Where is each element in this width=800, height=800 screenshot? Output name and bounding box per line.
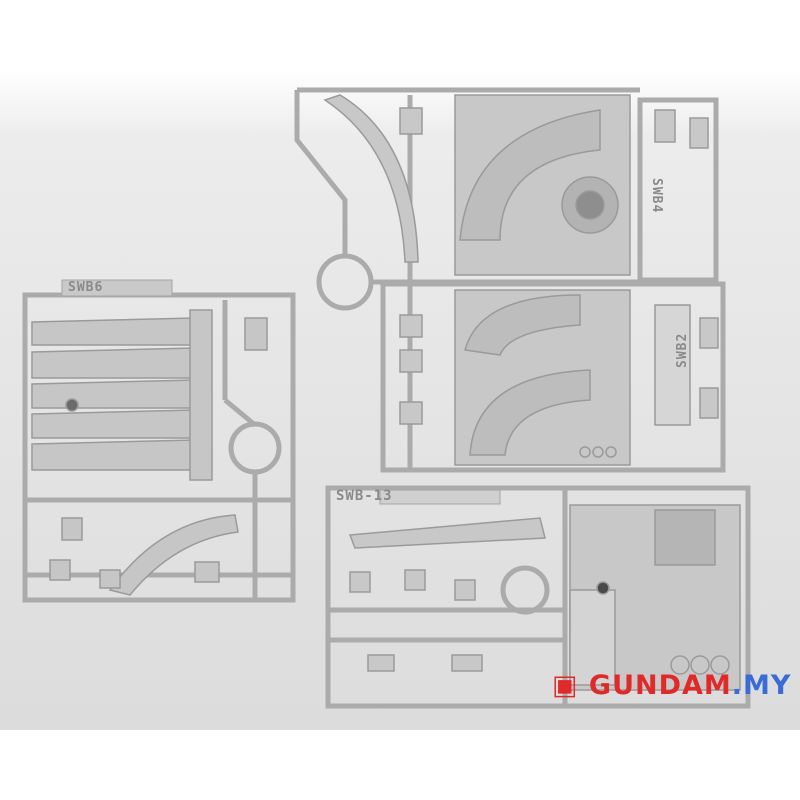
runner-label-swb2: SWB2 — [675, 332, 690, 368]
runner-label-swb4: SWB4 — [649, 178, 664, 214]
runner-label-swb6: SWB6 — [68, 280, 104, 295]
backdrop-top — [0, 0, 800, 70]
backdrop-bottom — [0, 730, 800, 800]
watermark: ▣ GUNDAM.MY — [552, 670, 791, 701]
swb6-parts — [31, 309, 268, 596]
swb4-parts — [323, 94, 709, 276]
gundam-logo-icon: ▣ — [552, 670, 579, 701]
swb6-tag — [61, 279, 173, 297]
swb13-tag — [379, 489, 501, 505]
watermark-suffix: .MY — [731, 670, 792, 701]
runner-swb13 — [325, 485, 751, 709]
watermark-main: GUNDAM — [588, 670, 732, 701]
swb2-parts — [399, 289, 719, 466]
swb13-parts — [348, 504, 741, 691]
runner-label-swb13: SWB-13 — [336, 488, 393, 504]
